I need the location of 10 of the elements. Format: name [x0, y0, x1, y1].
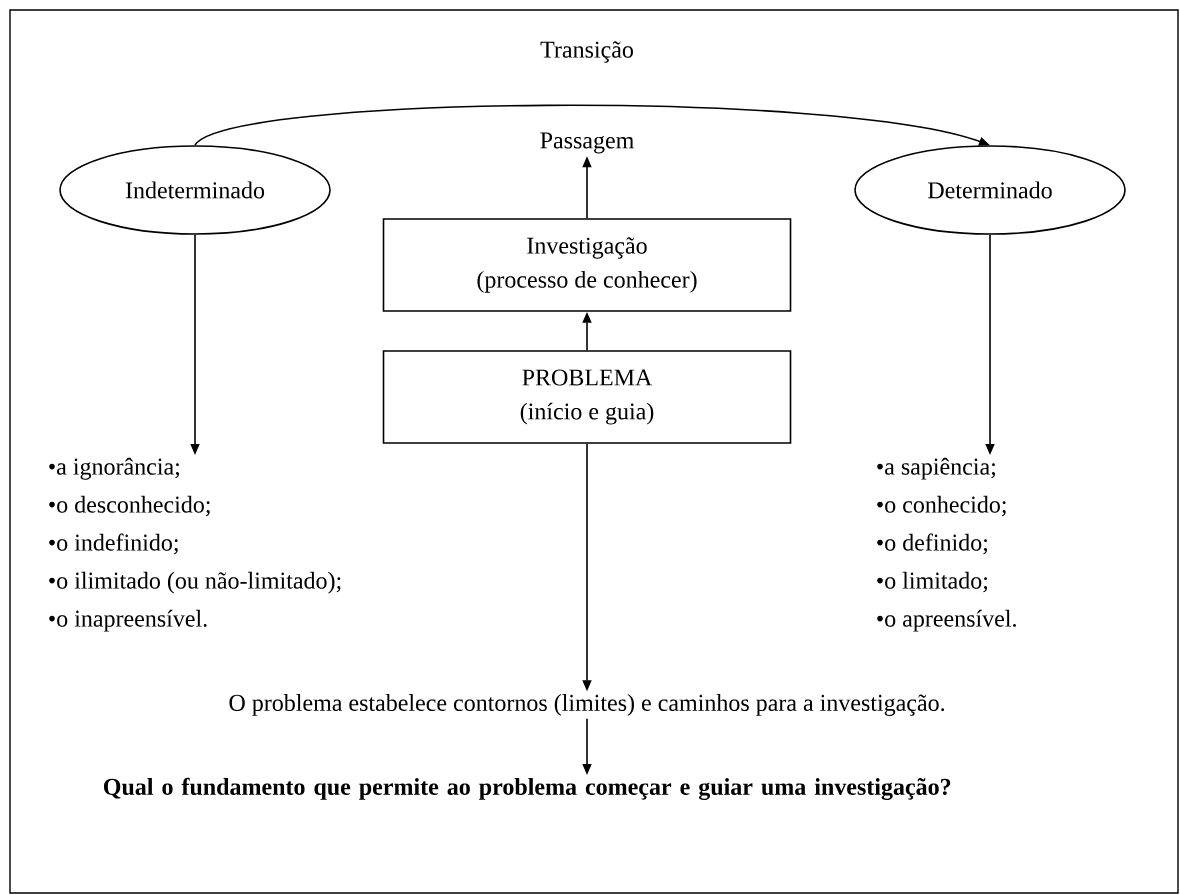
bullet-list: •a sapiência; •o conhecido; •o definido; •o limitado; •o apreensível.	[877, 457, 1016, 632]
bullet-list: •a ignorância; •o desconhecido; •o indefinido; •o ilimitado (ou não-limitado); •o inapreensível.	[49, 457, 341, 632]
question-text: Qual o fundamento que permite ao problema começar e guiar uma investigação?	[104, 777, 951, 800]
ellipse-node: Determinado	[854, 145, 1126, 235]
passagem-text: Passagem	[540, 132, 634, 154]
process-box: PROBLEMA (início e guia)	[382, 350, 792, 444]
ellipse-node: Indeterminado	[59, 145, 331, 235]
statement-text: O problema estabelece contornos (limites) e caminhos para a investigação.	[229, 694, 945, 716]
edge-label: Transição	[538, 39, 636, 65]
process-box: Investigação (processo de conhecer)	[382, 218, 792, 312]
